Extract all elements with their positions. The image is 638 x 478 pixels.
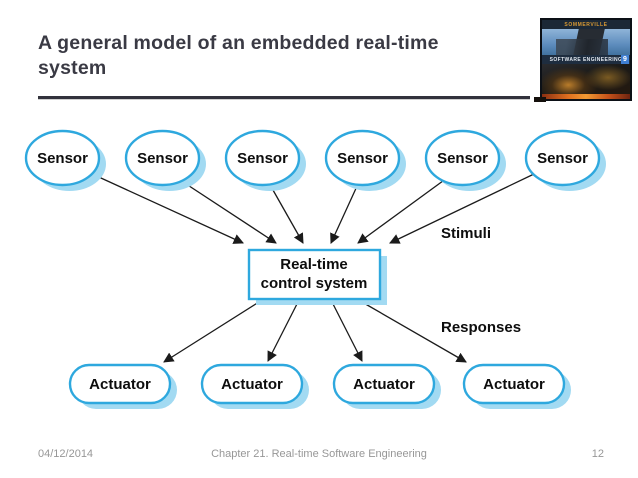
control-system-label-line1: Real-time [280,256,348,273]
sensor-node: Sensor [124,129,206,191]
actuator-label: Actuator [353,376,415,393]
book-title-band: SOFTWARE ENGINEERING 9 [542,55,630,64]
book-cover-photo [542,29,630,55]
sensor-label: Sensor [237,150,288,167]
arrow-actuator-4 [361,301,467,363]
book-cover-photo-lower [542,64,630,94]
sensor-label: Sensor [337,150,388,167]
sensor-label: Sensor [37,150,88,167]
footer-chapter: Chapter 21. Real-time Software Engineeri… [211,448,427,460]
sensor-label: Sensor [137,150,188,167]
book-cover-shadow [534,97,546,102]
responses-label: Responses [441,319,521,336]
slide-footer: 04/12/2014 Chapter 21. Real-time Softwar… [0,448,638,464]
arrow-sensor-6 [389,173,535,244]
stimuli-arrows [89,172,535,244]
page-title: A general model of an embedded real-time… [38,32,439,79]
sensor-node: Sensor [224,129,306,191]
actuator-node: Actuator [462,363,571,409]
book-cover-bottom-strip [542,94,630,99]
arrow-actuator-2 [267,301,299,362]
book-cover: SOMMERVILLE SOFTWARE ENGINEERING 9 [540,18,632,101]
actuator-node: Actuator [68,363,177,409]
arrow-sensor-1 [89,172,244,244]
sensor-node: Sensor [324,129,406,191]
footer-date: 04/12/2014 [38,448,94,460]
arrow-sensor-4 [330,183,359,244]
sensor-node: Sensor [524,129,606,191]
actuator-label: Actuator [89,376,151,393]
actuator-label: Actuator [221,376,283,393]
sensor-label: Sensor [437,150,488,167]
control-system-label-line2: control system [261,275,368,292]
title-underline [38,96,530,100]
control-system-box: Real-time control system [247,248,387,305]
sensor-node: Sensor [424,129,506,191]
actuator-node: Actuator [200,363,309,409]
book-author-label: SOMMERVILLE [542,20,630,29]
arrow-sensor-3 [268,182,304,244]
arrow-sensor-5 [357,177,448,244]
book-title-label: SOFTWARE ENGINEERING [549,56,623,63]
footer-page-number: 12 [591,448,604,460]
arrow-actuator-3 [331,301,363,362]
arrow-sensor-2 [176,177,277,244]
stimuli-label: Stimuli [441,225,491,242]
actuator-node: Actuator [332,363,441,409]
response-arrows [163,301,467,363]
arrow-actuator-1 [163,301,260,363]
sensor-label: Sensor [537,150,588,167]
actuator-label: Actuator [483,376,545,393]
sensor-node: Sensor [24,129,106,191]
book-edition-badge: 9 [621,55,629,64]
